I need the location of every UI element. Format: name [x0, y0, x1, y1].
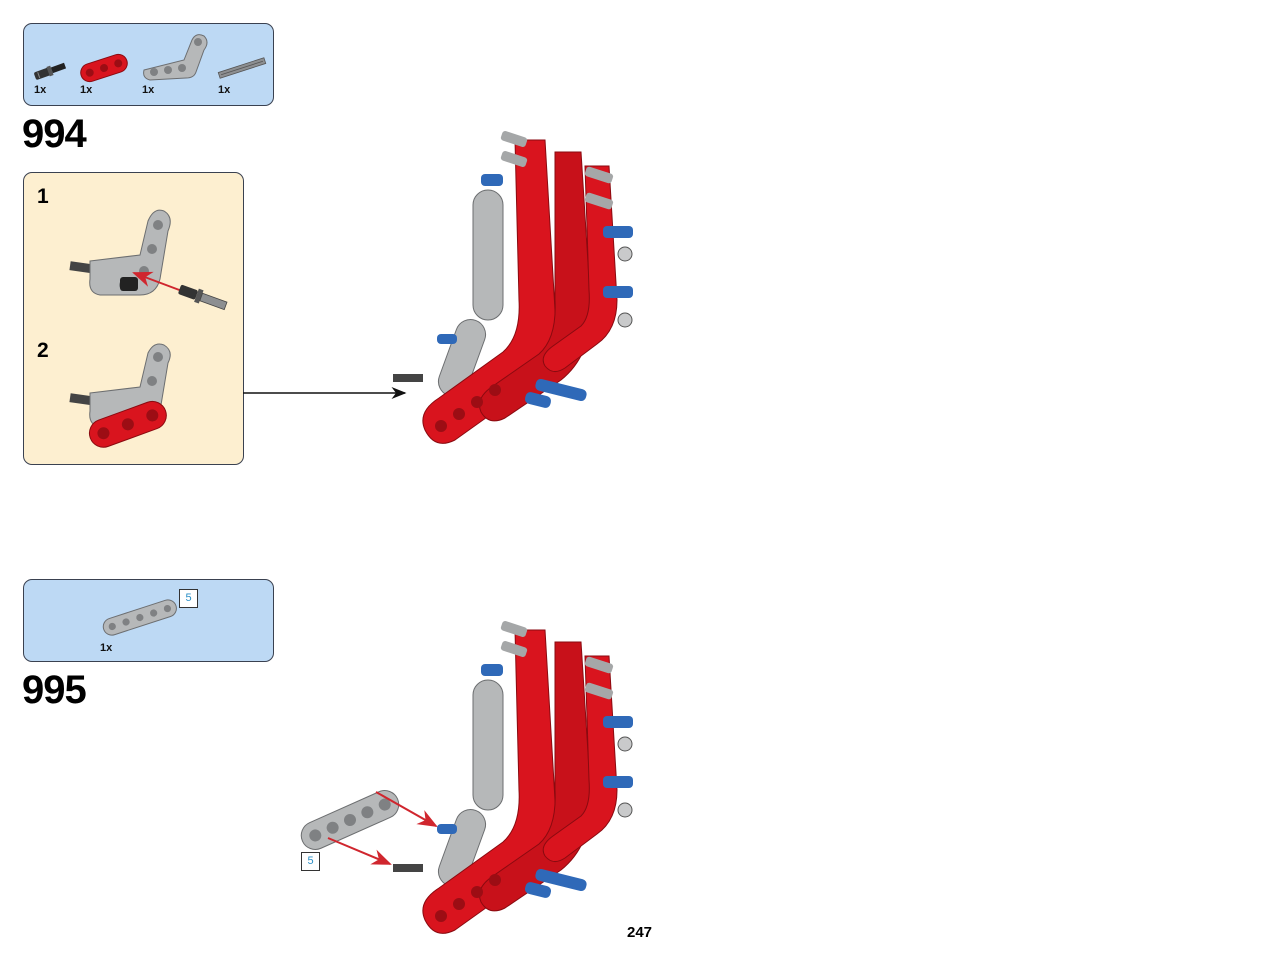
black-pin-with-axle-icon: [34, 62, 67, 80]
sub-step-1-illustration: [69, 209, 228, 311]
model-assembly-995: [300, 621, 633, 934]
sub-step-number: 2: [37, 339, 49, 362]
gray-angled-beam-icon: [143, 34, 208, 81]
sub-assembly-callout: 1 2: [23, 172, 244, 465]
red-beam-3-icon: [80, 53, 128, 83]
part-quantity: 1x: [100, 642, 113, 654]
gray-beam-5-icon: [102, 599, 177, 636]
part-quantity: 1x: [34, 84, 47, 96]
gray-axle-icon: [217, 57, 267, 79]
page-number: 247: [627, 924, 653, 941]
step-number: 994: [22, 112, 87, 156]
parts-list-994: 1x 1x 1x 1x: [23, 23, 274, 106]
sub-step-2-illustration: [69, 343, 171, 448]
step-number: 995: [22, 668, 87, 712]
part-quantity: 1x: [80, 84, 93, 96]
part-length-tag: 5: [179, 589, 198, 608]
model-assembly-994: [393, 131, 633, 444]
callout-arrow: [243, 387, 407, 399]
part-quantity: 1x: [218, 84, 231, 96]
parts-list-995: 5 1x: [23, 579, 274, 662]
sub-step-number: 1: [37, 185, 49, 208]
callout-length-tag: 5: [301, 852, 320, 871]
part-quantity: 1x: [142, 84, 155, 96]
